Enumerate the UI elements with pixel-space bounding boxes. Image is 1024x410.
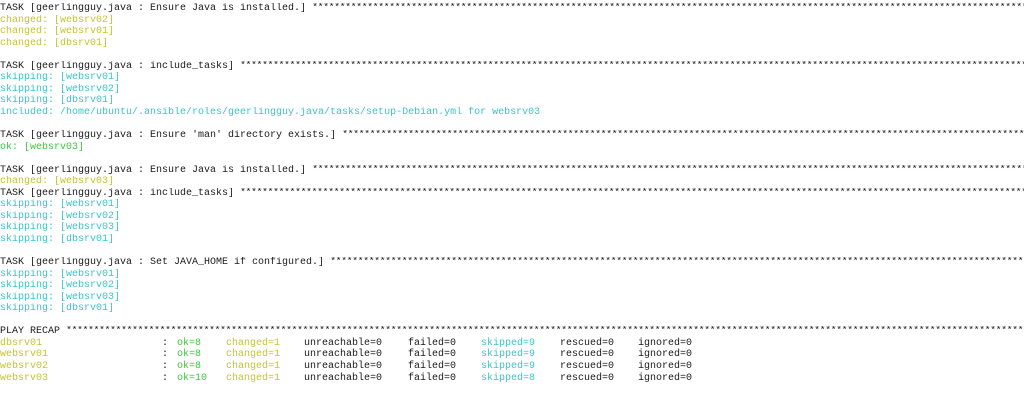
recap-host: websrv02 <box>0 360 49 372</box>
task-block: TASK [geerlingguy.java : Set JAVA_HOME i… <box>0 257 1024 326</box>
recap-rescued: rescued=0 <box>560 372 615 384</box>
recap-sep: : <box>162 360 169 372</box>
recap-unreachable: unreachable=0 <box>304 337 383 349</box>
blank-line <box>0 315 1024 327</box>
task-result: changed: [dbsrv01] <box>0 37 109 49</box>
blank-line <box>0 245 1024 257</box>
task-result: included: /home/ubuntu/.ansible/roles/ge… <box>0 106 541 118</box>
recap-row: websrv02: ok=8 changed=1 unreachable=0 faile… <box>0 361 1024 373</box>
task-header: TASK [geerlingguy.java : Ensure Java is … <box>0 165 1024 177</box>
task-result: skipping: [websrv03] <box>0 291 121 303</box>
task-result: changed: [websrv02] <box>0 14 115 26</box>
recap-row: dbsrv01: ok=8 changed=1 unreachable=0 failed… <box>0 338 1024 350</box>
recap-skipped: skipped=9 <box>481 360 536 372</box>
task-block: TASK [geerlingguy.java : include_tasks] … <box>0 61 1024 130</box>
task-result: changed: [websrv03] <box>0 176 115 188</box>
task-result: skipping: [websrv01] <box>0 199 121 211</box>
recap-rescued: rescued=0 <box>560 337 615 349</box>
task-header: TASK [geerlingguy.java : Ensure Java is … <box>0 3 1024 15</box>
task-block: TASK [geerlingguy.java : Ensure Java is … <box>0 3 1024 61</box>
task-result: ok: [websrv03] <box>0 141 85 153</box>
recap-skipped: skipped=9 <box>481 337 536 349</box>
task-result: skipping: [websrv01] <box>0 72 121 84</box>
recap-host: websrv01 <box>0 349 49 361</box>
recap-sep: : <box>162 372 169 384</box>
task-header-title: TASK [geerlingguy.java : Ensure Java is … <box>0 3 313 14</box>
separator-stars: ****************************************… <box>240 187 1024 199</box>
recap-ignored: ignored=0 <box>638 372 693 384</box>
recap-sep: : <box>162 349 169 361</box>
task-result: skipping: [websrv02] <box>0 83 121 95</box>
task-result: skipping: [websrv02] <box>0 210 121 222</box>
separator-stars: ****************************************… <box>330 257 1024 269</box>
play-recap: PLAY RECAP *****************************… <box>0 326 1024 384</box>
recap-ignored: ignored=0 <box>638 337 693 349</box>
task-result: changed: [websrv01] <box>0 26 115 38</box>
separator-stars: ****************************************… <box>342 130 1024 142</box>
recap-ok: ok=10 <box>177 372 208 384</box>
recap-host: dbsrv01 <box>0 337 43 349</box>
task-header-title: TASK [geerlingguy.java : include_tasks] <box>0 187 241 199</box>
recap-ok: ok=8 <box>177 349 202 361</box>
recap-changed: changed=1 <box>226 372 281 384</box>
recap-ok: ok=8 <box>177 360 202 372</box>
recap-changed: changed=1 <box>226 337 281 349</box>
recap-skipped: skipped=9 <box>481 349 536 361</box>
task-result: skipping: [dbsrv01] <box>0 95 115 107</box>
task-header: TASK [geerlingguy.java : Set JAVA_HOME i… <box>0 257 1024 269</box>
recap-failed: failed=0 <box>408 349 457 361</box>
recap-unreachable: unreachable=0 <box>304 372 383 384</box>
separator-stars: ****************************************… <box>66 326 1024 338</box>
recap-skipped: skipped=8 <box>481 372 536 384</box>
task-result: skipping: [websrv02] <box>0 280 121 292</box>
task-header-title: TASK [geerlingguy.java : Ensure 'man' di… <box>0 130 343 142</box>
task-result: skipping: [websrv03] <box>0 222 121 234</box>
recap-header-title: PLAY RECAP <box>0 326 67 338</box>
task-header-title: TASK [geerlingguy.java : Set JAVA_HOME i… <box>0 257 331 269</box>
separator-stars: ****************************************… <box>312 3 1024 14</box>
task-header: TASK [geerlingguy.java : Ensure 'man' di… <box>0 130 1024 142</box>
task-header-title: TASK [geerlingguy.java : include_tasks] <box>0 60 241 72</box>
recap-ok: ok=8 <box>177 337 202 349</box>
recap-row: websrv01: ok=8 changed=1 unreachable=0 faile… <box>0 349 1024 361</box>
task-block: TASK [geerlingguy.java : include_tasks] … <box>0 188 1024 257</box>
recap-host: websrv03 <box>0 372 49 384</box>
recap-unreachable: unreachable=0 <box>304 349 383 361</box>
recap-ignored: ignored=0 <box>638 360 693 372</box>
recap-changed: changed=1 <box>226 360 281 372</box>
recap-ignored: ignored=0 <box>638 349 693 361</box>
blank-line <box>0 118 1024 130</box>
blank-line <box>0 153 1024 165</box>
task-header: TASK [geerlingguy.java : include_tasks] … <box>0 61 1024 73</box>
task-result: skipping: [dbsrv01] <box>0 303 115 315</box>
task-block: TASK [geerlingguy.java : Ensure Java is … <box>0 165 1024 188</box>
recap-rescued: rescued=0 <box>560 360 615 372</box>
task-block: TASK [geerlingguy.java : Ensure 'man' di… <box>0 130 1024 165</box>
separator-stars: ****************************************… <box>312 164 1024 176</box>
recap-header: PLAY RECAP *****************************… <box>0 326 1024 338</box>
task-header-title: TASK [geerlingguy.java : Ensure Java is … <box>0 164 313 176</box>
recap-row: websrv03: ok=10 changed=1 unreachable=0 fail… <box>0 373 1024 385</box>
recap-changed: changed=1 <box>226 349 281 361</box>
recap-sep: : <box>162 337 169 349</box>
task-result: skipping: [dbsrv01] <box>0 233 115 245</box>
recap-unreachable: unreachable=0 <box>304 360 383 372</box>
recap-failed: failed=0 <box>408 360 457 372</box>
separator-stars: ****************************************… <box>240 60 1024 72</box>
task-header: TASK [geerlingguy.java : include_tasks] … <box>0 188 1024 200</box>
recap-failed: failed=0 <box>408 337 457 349</box>
task-result: skipping: [websrv01] <box>0 268 121 280</box>
recap-failed: failed=0 <box>408 372 457 384</box>
blank-line <box>0 49 1024 61</box>
recap-rescued: rescued=0 <box>560 349 615 361</box>
